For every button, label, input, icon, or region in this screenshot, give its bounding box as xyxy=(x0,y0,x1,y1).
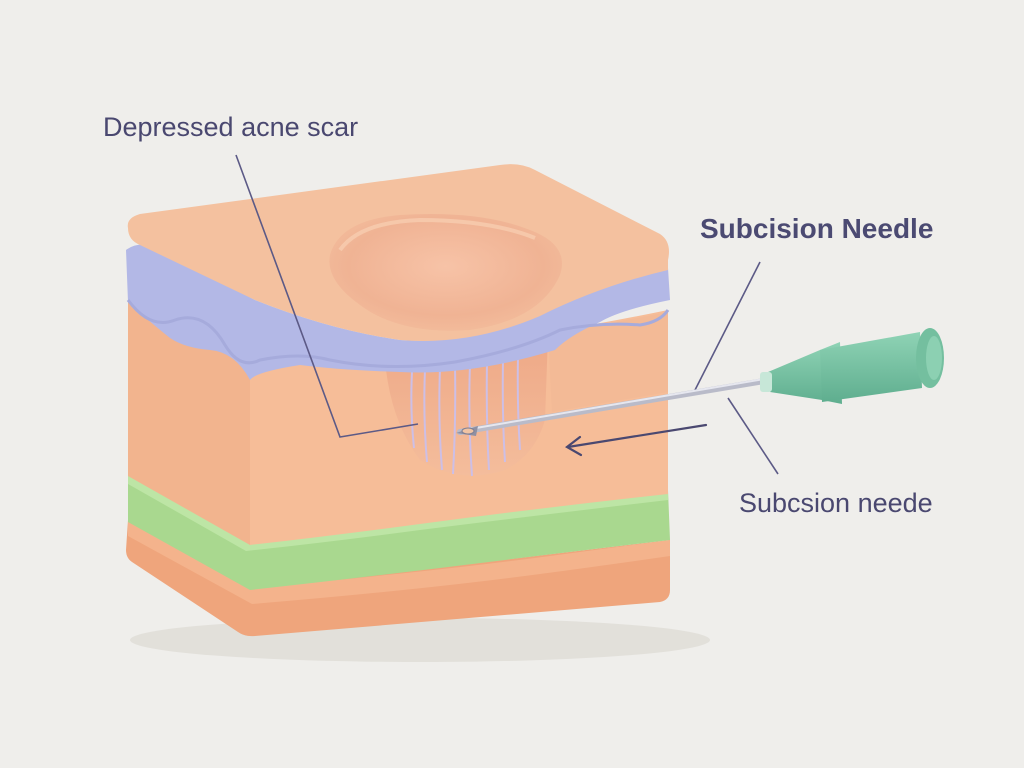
dermis-front-face xyxy=(128,300,250,545)
block-shadow xyxy=(130,618,710,662)
scar-label: Depressed acne scar xyxy=(103,112,359,142)
scar-rim-highlight xyxy=(338,217,536,252)
needle-title-label: Subcision Needle xyxy=(700,213,934,244)
epidermis-wave-edge xyxy=(126,299,670,369)
needle-bevel-eye xyxy=(461,427,475,435)
fat-layer-highlight xyxy=(128,473,668,551)
base-layer-top xyxy=(128,520,670,604)
scar-depression xyxy=(329,214,562,331)
fibrous-bands xyxy=(410,355,521,477)
left-arrow-icon xyxy=(565,423,708,457)
needle-label: Subcsion neede xyxy=(739,488,933,518)
needle-shaft-highlight xyxy=(469,377,771,430)
needle-label-leader-line xyxy=(727,397,779,475)
needle-hub-cap-inner xyxy=(926,336,942,380)
needle-ferrule xyxy=(760,372,772,392)
needle-shaft xyxy=(457,377,773,435)
leader-lines xyxy=(235,154,779,475)
scar-leader-line xyxy=(235,154,419,438)
syringe-needle-icon xyxy=(456,328,944,436)
needle-hub-body xyxy=(820,332,922,402)
epidermis-layer xyxy=(126,244,670,380)
needle-title-leader-line xyxy=(693,261,761,393)
cavity-right-wall xyxy=(548,312,668,412)
